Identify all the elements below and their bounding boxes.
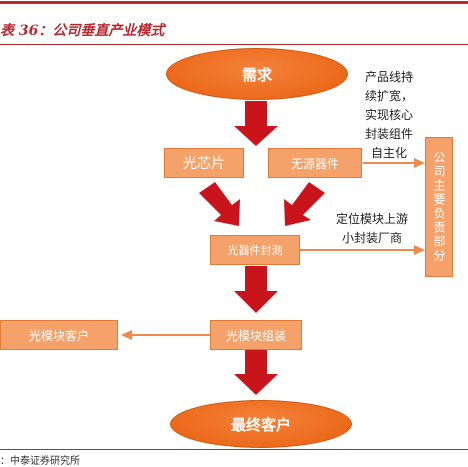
node-packaging: 光器件封测 <box>210 235 300 265</box>
packaging-note-line: 小封装厂商 <box>341 231 402 245</box>
node-company-scope: 公司主要负责部分 <box>425 137 453 277</box>
figure-title: 表 36：公司垂直产业模式 <box>0 23 165 39</box>
passive-note-line: 自主化 <box>370 146 407 160</box>
arrow-packaging-down <box>234 266 278 313</box>
source-note: ：中泰证券研究所 <box>0 456 80 467</box>
node-final-customer: 最终客户 <box>170 400 352 448</box>
passive-note: 产品线持 续扩宽， 实现核心 封装组件 自主化 <box>357 68 421 163</box>
node-module-customer: 光模块客户 <box>0 320 118 350</box>
connector-arrowhead-company-1 <box>414 158 425 168</box>
packaging-note: 定位模块上游 小封装厂商 <box>324 210 420 248</box>
passive-note-line: 实现核心 <box>364 108 413 122</box>
passive-note-line: 产品线持 <box>364 70 413 84</box>
node-demand: 需求 <box>166 48 348 100</box>
arrow-passive-to-packaging <box>284 182 325 226</box>
arrow-module-down <box>234 350 278 395</box>
top-rule <box>0 1 468 4</box>
passive-note-line: 封装组件 <box>364 127 413 141</box>
connector-arrowhead-company-2 <box>414 245 425 255</box>
arrow-chip-to-packaging <box>199 182 240 226</box>
packaging-note-line: 定位模块上游 <box>335 212 408 226</box>
node-chip: 光芯片 <box>164 148 244 178</box>
arrow-demand-down <box>234 101 278 146</box>
passive-note-line: 续扩宽， <box>364 89 413 103</box>
connector-arrowhead-customer <box>121 330 132 340</box>
bottom-rule <box>0 449 468 450</box>
node-passive: 无源器件 <box>268 148 362 178</box>
title-rule <box>0 44 468 45</box>
node-module: 光模块组装 <box>210 320 302 350</box>
